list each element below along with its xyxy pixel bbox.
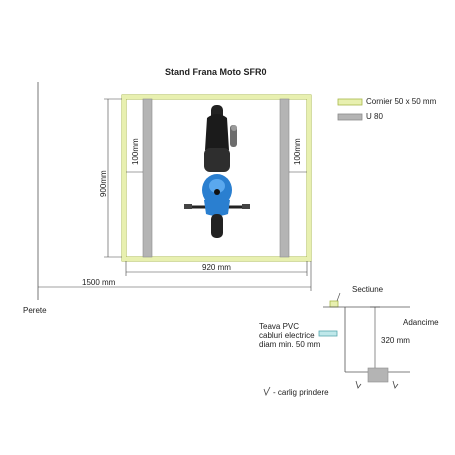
dim-height-label: 900mm: [99, 170, 108, 197]
dim-inner-right-label: 100mm: [293, 138, 302, 165]
diagram-title: Stand Frana Moto SFR0: [165, 67, 267, 77]
depth-value-label: 320 mm: [381, 336, 410, 345]
hook-label: - carlig prindere: [273, 388, 329, 397]
pvc-pipe: [318, 330, 338, 337]
u80-rail-right: [279, 98, 290, 258]
section-label: Sectiune: [352, 285, 384, 294]
hook-legend-icon: [263, 386, 271, 397]
dim-inner-width-label: 920 mm: [202, 263, 231, 272]
legend-swatch-u80: [337, 113, 363, 121]
legend-swatch-cornier: [337, 98, 363, 106]
section-wall-connector: [336, 292, 341, 302]
wall-label: Perete: [23, 306, 47, 315]
motorcycle-icon: [184, 105, 250, 238]
hook-icon-left: [355, 380, 362, 389]
legend-label-cornier: Cornier 50 x 50 mm: [366, 97, 437, 106]
section-u80-block: [367, 367, 389, 383]
section-cornier: [329, 300, 339, 308]
dim-total-width-label: 1500 mm: [82, 278, 116, 287]
pvc-label-line2: cabluri electrice: [259, 331, 315, 340]
u80-rail-left: [142, 98, 153, 258]
hook-icon-right: [392, 380, 399, 389]
depth-label: Adancime: [403, 318, 439, 327]
legend-label-u80: U 80: [366, 112, 383, 121]
dim-inner-left-label: 100mm: [131, 138, 140, 165]
pvc-label-line3: diam min. 50 mm: [259, 340, 321, 349]
pvc-label-line1: Teava PVC: [259, 322, 300, 331]
